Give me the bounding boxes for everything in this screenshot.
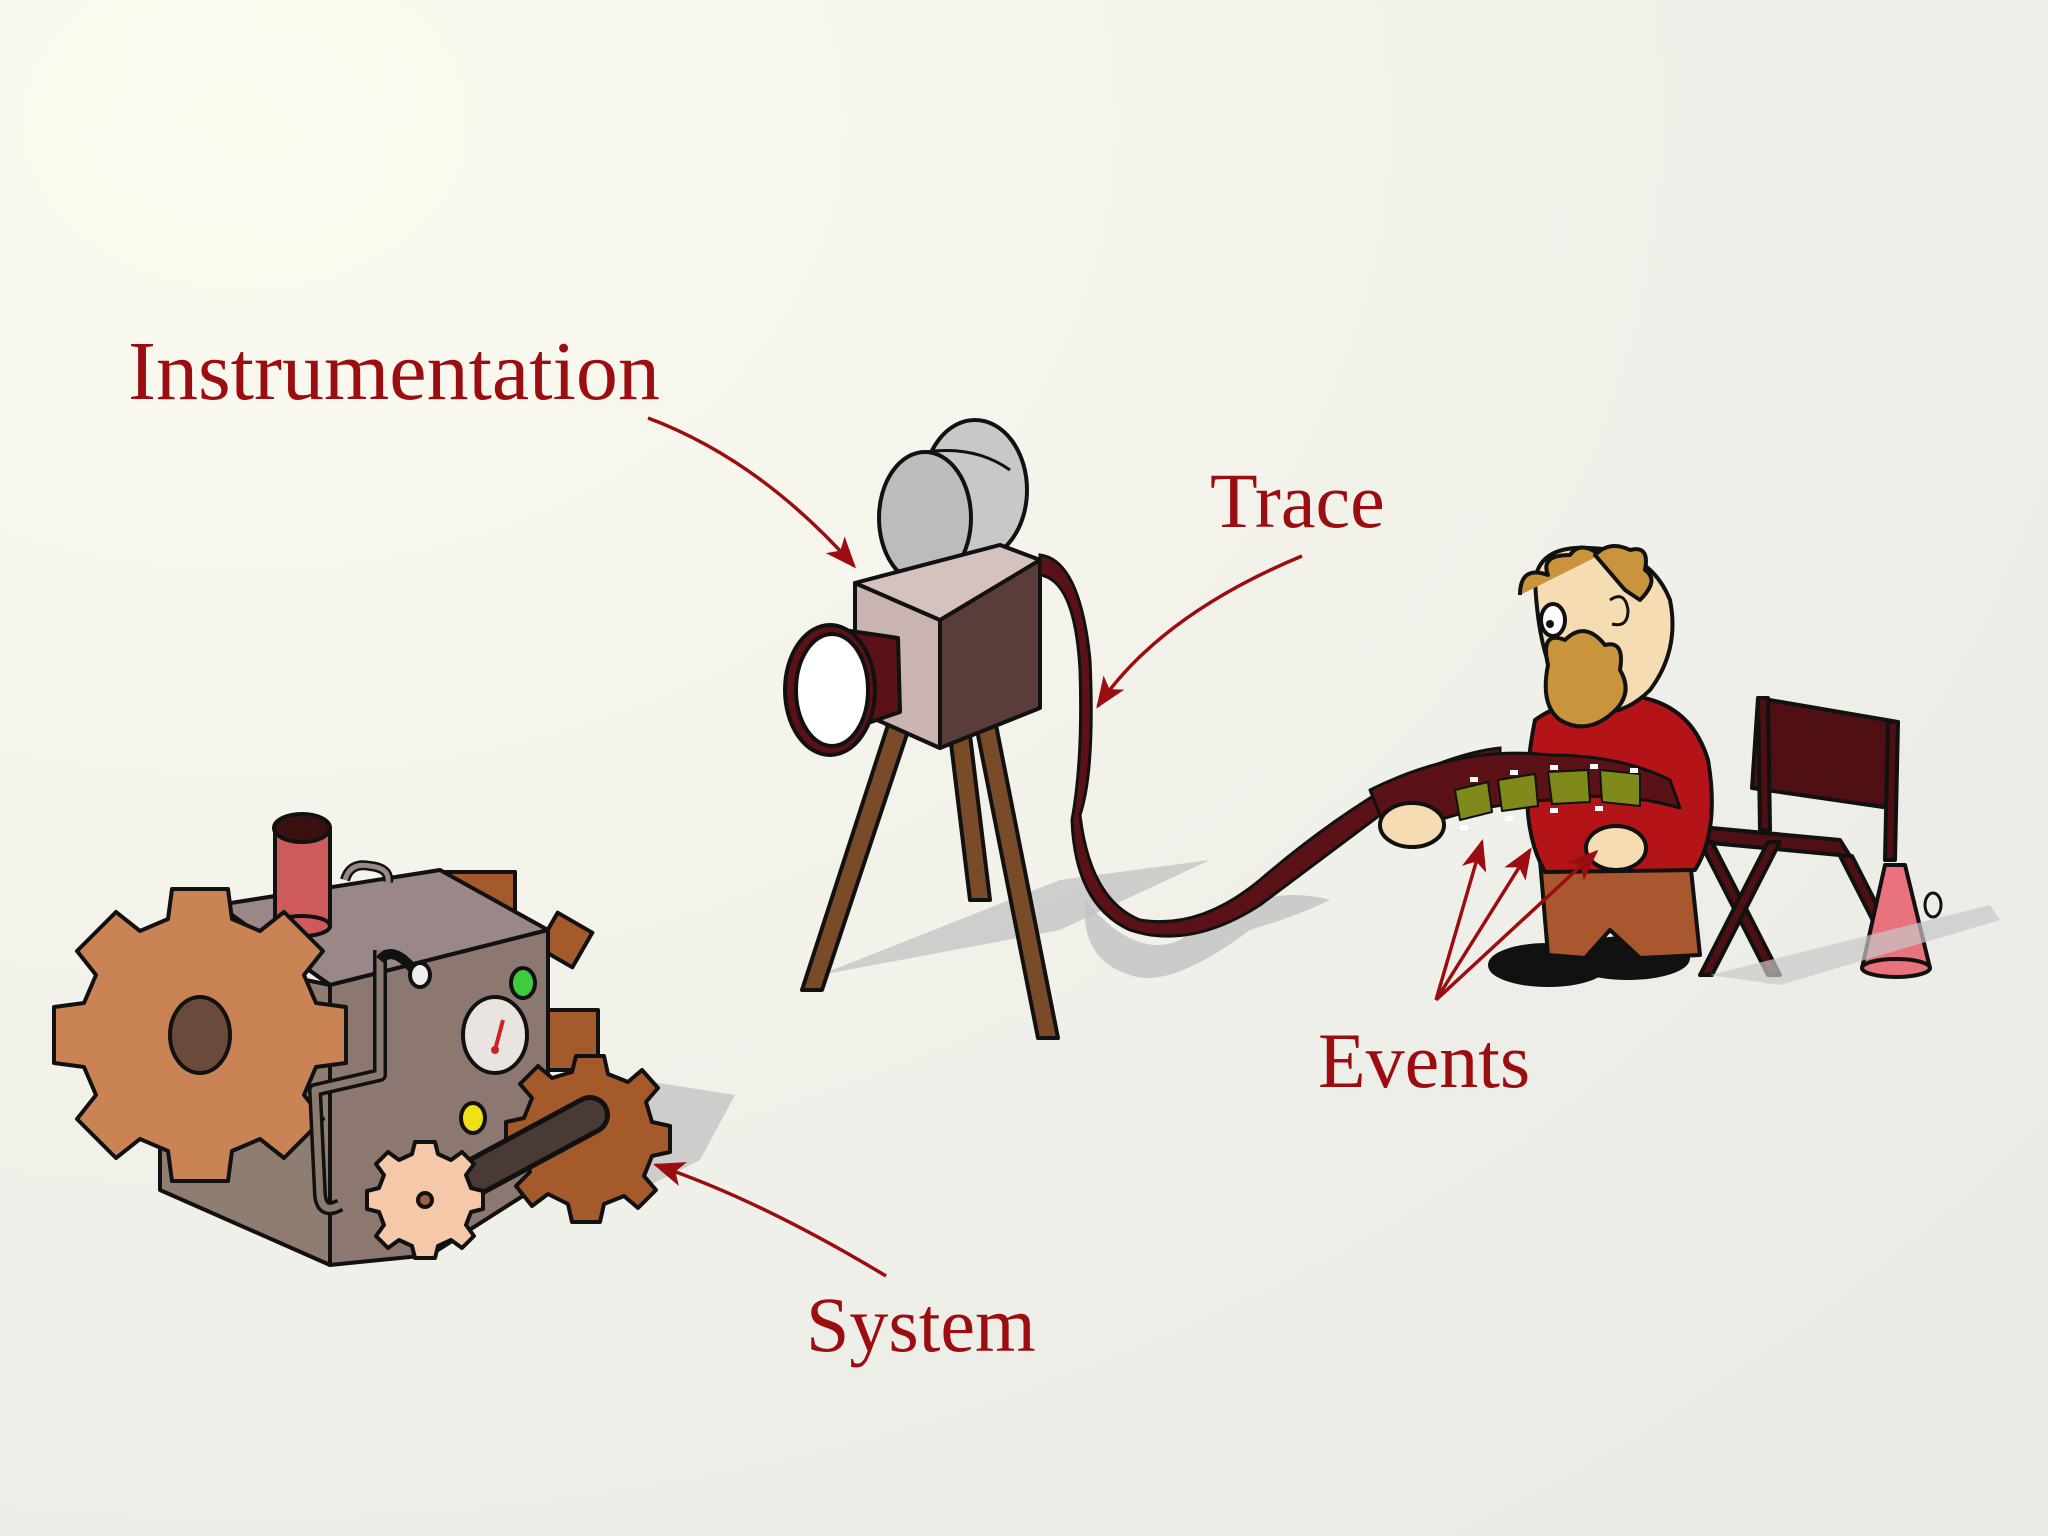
film-reel-icon [877,418,1029,586]
annotation-arrows [647,416,1599,1278]
person-head [1518,544,1675,729]
events-arrow-2 [1434,847,1532,1001]
person-pants [1538,858,1702,960]
film-sprocket-holes [1460,764,1638,830]
system-label: System [806,1281,1036,1368]
pressure-gauge-icon [461,995,529,1075]
machine-illustration [52,812,735,1267]
yellow-light-icon [459,1101,487,1135]
green-light-icon [509,966,537,1000]
chimney-icon [272,812,332,938]
instrumentation-label: Instrumentation [128,325,660,418]
system-arrow [653,1162,887,1278]
small-gear-icon [365,1140,485,1260]
film-frame-icons [1454,769,1641,821]
left-hand [1378,801,1446,849]
camera-lens-icon [783,623,902,757]
events-label: Events [1318,1017,1531,1104]
events-arrow-1 [1434,838,1487,1001]
camera-illustration [783,418,1210,1040]
film-shadow [1084,895,1330,978]
person-illustration [1368,544,2000,987]
tripod-icon [800,718,1060,1040]
directors-chair-icon [1688,696,1907,977]
trace-label: Trace [1210,457,1385,544]
trace-arrow [1096,554,1303,709]
right-hand [1584,824,1648,872]
events-arrow-3 [1434,849,1599,1002]
instrumentation-arrow [647,416,857,569]
side-gear-icon [504,1054,672,1224]
large-gear-icon [52,887,348,1183]
